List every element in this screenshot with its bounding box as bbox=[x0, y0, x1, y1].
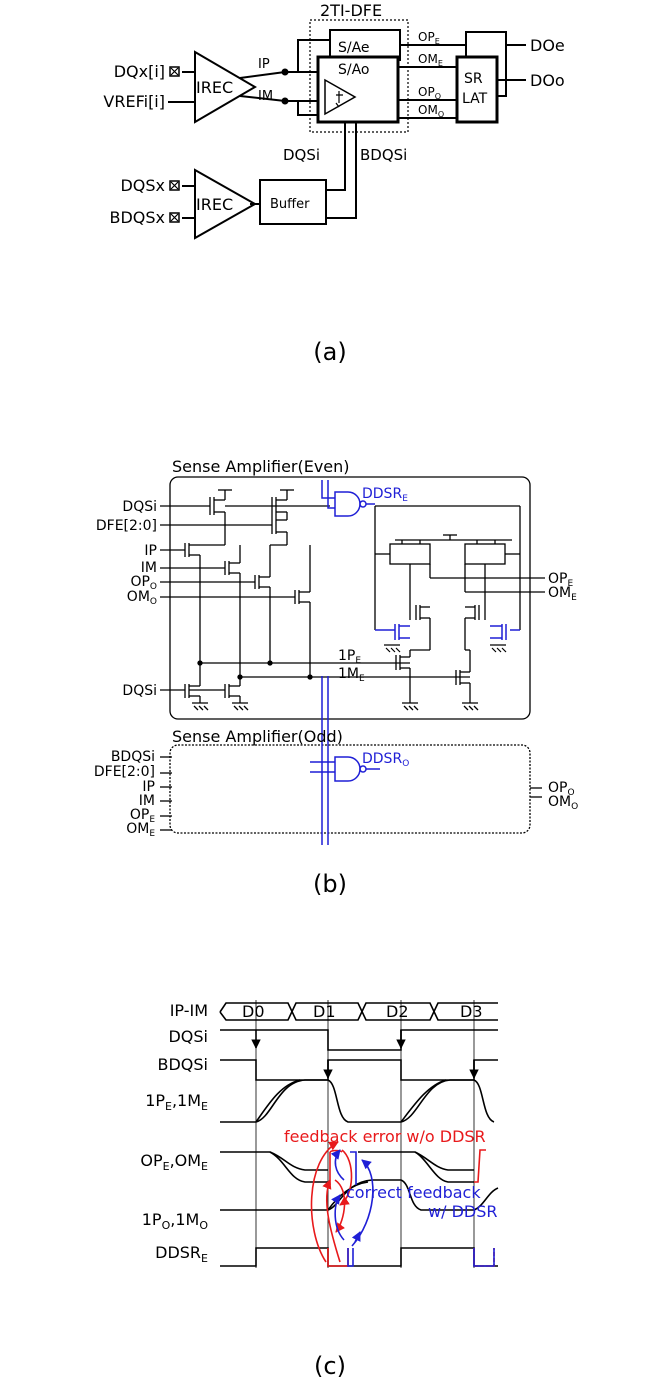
data-d0: D0 bbox=[242, 1002, 265, 1021]
even-in-dqsi-bottom: DQSi bbox=[122, 683, 157, 699]
output-doo: DOo bbox=[530, 71, 565, 90]
even-in-im: IM bbox=[141, 560, 157, 576]
panel-a-caption: (a) bbox=[313, 338, 347, 366]
panel-c-labels: IP-IM DQSi BDQSi 1PE,1ME OPE,OME 1PO,1MO… bbox=[140, 1001, 497, 1265]
net-ip: IP bbox=[258, 57, 270, 72]
panel-b-ddsr-paths bbox=[310, 480, 520, 845]
panel-c-caption: (c) bbox=[314, 1352, 346, 1380]
sa-out-opo: OPO bbox=[418, 85, 441, 101]
sr-latch-front bbox=[455, 55, 499, 124]
data-d3: D3 bbox=[460, 1002, 483, 1021]
error-annotation: feedback error w/o DDSR bbox=[284, 1127, 486, 1146]
irec-amp-data bbox=[194, 50, 257, 124]
pad-dqx bbox=[169, 66, 180, 77]
even-in-dfe: DFE[2:0] bbox=[96, 518, 157, 534]
sig-ip-im: IP-IM bbox=[170, 1001, 208, 1020]
panel-b-schematic bbox=[160, 476, 545, 834]
bus-bottom bbox=[219, 1002, 498, 1021]
panel-a-labels: 2TI-DFE DQx[i] VREFi[i] DQSx BDQSx IREC … bbox=[103, 1, 564, 227]
sa-even-title: Sense Amplifier(Even) bbox=[172, 457, 350, 476]
odd-in-dfe: DFE[2:0] bbox=[94, 764, 155, 780]
wave-bdqsi bbox=[220, 1059, 498, 1081]
irec-amp-strobe bbox=[194, 168, 258, 240]
wave-ope-low bbox=[220, 1151, 328, 1183]
wave-dqsi bbox=[220, 1029, 498, 1051]
wave-1pe bbox=[220, 1079, 495, 1123]
irec-label-2: IREC bbox=[196, 195, 233, 214]
input-vrefi: VREFi[i] bbox=[103, 92, 165, 111]
dfe-title: 2TI-DFE bbox=[320, 1, 382, 20]
odd-in-bdqsi: BDQSi bbox=[111, 749, 155, 765]
sa-odd-boundary bbox=[169, 744, 531, 834]
wave-1me bbox=[255, 1079, 301, 1123]
odd-in-ope: OPE bbox=[130, 807, 155, 825]
odd-out-opo: OPO bbox=[548, 780, 575, 798]
data-d2: D2 bbox=[386, 1002, 409, 1021]
sig-1po-1mo: 1PO,1MO bbox=[142, 1210, 209, 1232]
buffer-label: Buffer bbox=[270, 197, 310, 212]
panel-a-block-diagram bbox=[168, 19, 526, 240]
irec-label-1: IREC bbox=[196, 78, 233, 97]
sa-even-label: S/Ae bbox=[338, 40, 370, 56]
bus-top bbox=[219, 1002, 498, 1021]
even-in-opo: OPO bbox=[130, 574, 157, 592]
wave-ddsre bbox=[220, 1247, 498, 1267]
sa-odd-title: Sense Amplifier(Odd) bbox=[172, 727, 343, 746]
sa-out-ope: OPE bbox=[418, 30, 440, 46]
dfe-boundary bbox=[309, 19, 409, 133]
nand-gate-even bbox=[334, 491, 361, 517]
sr-label: SR bbox=[464, 71, 483, 87]
input-dqx: DQx[i] bbox=[114, 62, 165, 81]
even-in-dqsi: DQSi bbox=[122, 499, 157, 515]
panel-c-correct-paths bbox=[330, 1149, 495, 1267]
odd-out-omo: OMO bbox=[548, 794, 578, 812]
panel-b-caption: (b) bbox=[313, 870, 347, 898]
pad-dqsx bbox=[169, 180, 180, 191]
correct-annotation-line2: w/ DDSR bbox=[428, 1202, 497, 1221]
correct-annotation-line1: correct feedback bbox=[346, 1183, 481, 1202]
input-dqsx: DQSx bbox=[120, 176, 165, 195]
correct-ope-edge bbox=[350, 1151, 357, 1185]
sa-out-ome: OME bbox=[418, 52, 443, 68]
panel-b-grounds bbox=[384, 644, 507, 653]
sig-bdqsi: BDQSi bbox=[158, 1055, 209, 1074]
net-bdqsi: BDQSi bbox=[360, 146, 407, 164]
sig-ddsre: DDSRE bbox=[155, 1243, 208, 1265]
nand-gate-odd bbox=[334, 756, 361, 782]
sa-out-omo: OMO bbox=[418, 103, 444, 119]
net-im: IM bbox=[258, 89, 273, 104]
buffer-block bbox=[259, 179, 327, 225]
ddsr-odd-label: DDSRO bbox=[362, 751, 409, 769]
input-bdqsx: BDQSx bbox=[109, 208, 165, 227]
net-1pe: 1PE bbox=[338, 648, 361, 666]
even-out-ome: OME bbox=[548, 585, 577, 603]
panel-b-labels: Sense Amplifier(Even) Sense Amplifier(Od… bbox=[94, 457, 578, 839]
ddsr-even-label: DDSRE bbox=[362, 486, 408, 504]
odd-in-ome: OME bbox=[126, 821, 155, 839]
pad-bdqsx bbox=[169, 212, 180, 223]
odd-in-im: IM bbox=[139, 793, 155, 809]
even-out-ope: OPE bbox=[548, 571, 573, 589]
data-d1: D1 bbox=[313, 1002, 336, 1021]
even-in-ip: IP bbox=[144, 543, 157, 559]
sig-dqsi: DQSi bbox=[168, 1027, 208, 1046]
even-in-omo: OMO bbox=[127, 589, 157, 607]
lat-label: LAT bbox=[462, 91, 488, 107]
odd-in-ip: IP bbox=[142, 779, 155, 795]
sa-even-boundary bbox=[169, 476, 531, 720]
sig-1pe-1me: 1PE,1ME bbox=[145, 1091, 208, 1113]
net-dqsi: DQSi bbox=[283, 146, 320, 164]
net-1me: 1ME bbox=[338, 666, 365, 684]
sig-ope-ome: OPE,OME bbox=[140, 1151, 208, 1173]
sa-odd-label: S/Ao bbox=[338, 62, 370, 78]
output-doe: DOe bbox=[530, 36, 565, 55]
